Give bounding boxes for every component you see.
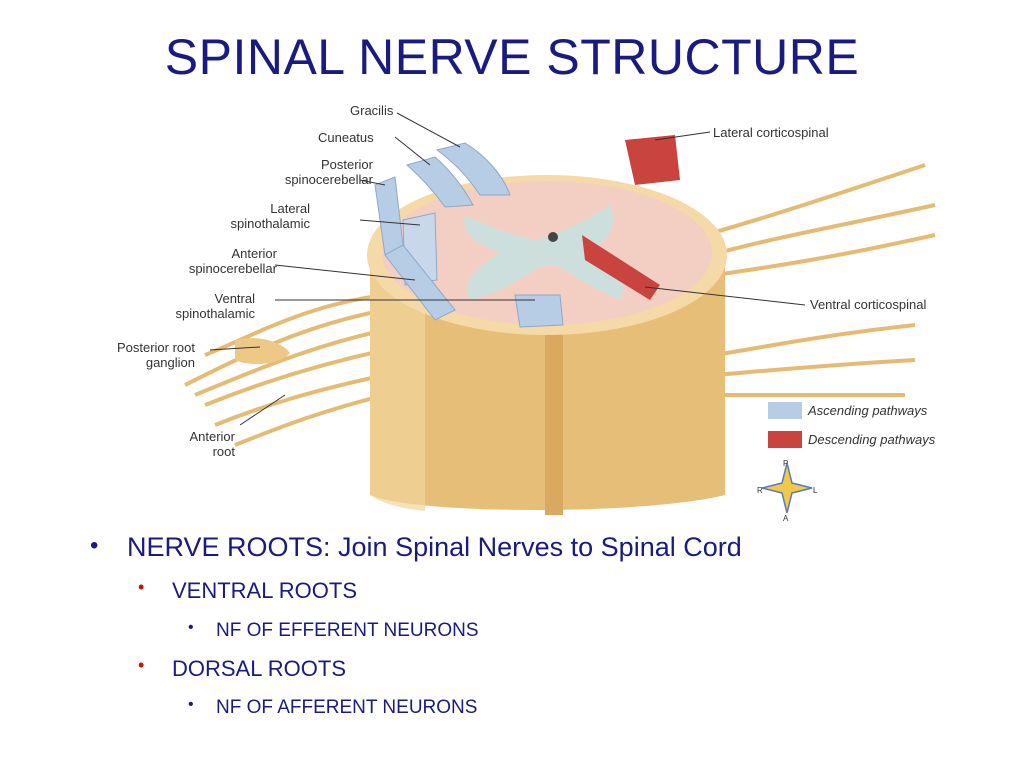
label-gracilis: Gracilis bbox=[350, 103, 394, 118]
gracilis-tract bbox=[435, 142, 511, 196]
ventral-corticospinal-tract bbox=[582, 235, 660, 300]
right-nerve-roots bbox=[704, 163, 936, 398]
compass-label-top: P bbox=[783, 459, 789, 468]
anterior-spinocerebellar-tract bbox=[384, 244, 456, 321]
compass-label-left: R bbox=[757, 486, 763, 495]
bullet-marker: • bbox=[188, 619, 194, 636]
label-lateral-corticospinal: Lateral corticospinal bbox=[713, 125, 829, 140]
bullet-text: DORSAL ROOTS bbox=[172, 656, 346, 681]
bullet-marker: • bbox=[138, 577, 145, 597]
compass-icon bbox=[761, 462, 813, 514]
legend-label-descending: Descending pathways bbox=[808, 432, 936, 447]
leader-lines bbox=[209, 112, 806, 426]
bullet-marker: • bbox=[90, 532, 99, 559]
bullet-text: NF OF EFFERENT NEURONS bbox=[216, 620, 479, 641]
compass-label-bottom: A bbox=[783, 514, 789, 523]
ventral-spinothalamic-tract bbox=[514, 294, 564, 328]
left-nerve-roots bbox=[184, 293, 386, 447]
lateral-corticospinal-tract bbox=[625, 135, 680, 185]
label-ventral-spinothalamic: Ventral spinothalamic bbox=[175, 291, 256, 321]
legend-swatch-ascending bbox=[768, 402, 802, 419]
ganglion-shape bbox=[235, 338, 290, 365]
bullet-text: NERVE ROOTS: Join Spinal Nerves to Spina… bbox=[127, 532, 742, 562]
bullet-marker: • bbox=[138, 655, 145, 675]
label-posterior-root-ganglion: Posterior root ganglion bbox=[116, 340, 195, 370]
compass-label-right: L bbox=[813, 486, 818, 495]
label-lateral-spinothalamic: Lateral spinothalamic bbox=[230, 201, 311, 231]
gray-matter bbox=[464, 205, 624, 300]
spinal-cord-figure: Gracilis Cuneatus Posterior spinocerebel… bbox=[85, 95, 985, 525]
legend-swatch-descending bbox=[768, 431, 802, 448]
label-ventral-corticospinal: Ventral corticospinal bbox=[810, 297, 927, 312]
label-anterior-root: Anterior root bbox=[189, 429, 235, 459]
bullet-text: NF OF AFFERENT NEURONS bbox=[216, 697, 478, 718]
legend-label-ascending: Ascending pathways bbox=[808, 403, 928, 418]
bullet-marker: • bbox=[188, 696, 194, 713]
spinal-cord-illustration bbox=[184, 112, 936, 515]
label-anterior-spinocerebellar: Anterior spinocerebellar bbox=[188, 246, 277, 276]
central-canal bbox=[548, 232, 558, 242]
label-posterior-spinocerebellar: Posterior spinocerebellar bbox=[284, 157, 373, 187]
bullet-text: VENTRAL ROOTS bbox=[172, 578, 357, 603]
slide-title: SPINAL NERVE STRUCTURE bbox=[164, 29, 860, 85]
label-cuneatus: Cuneatus bbox=[318, 130, 374, 145]
cuneatus-tract bbox=[405, 156, 474, 208]
